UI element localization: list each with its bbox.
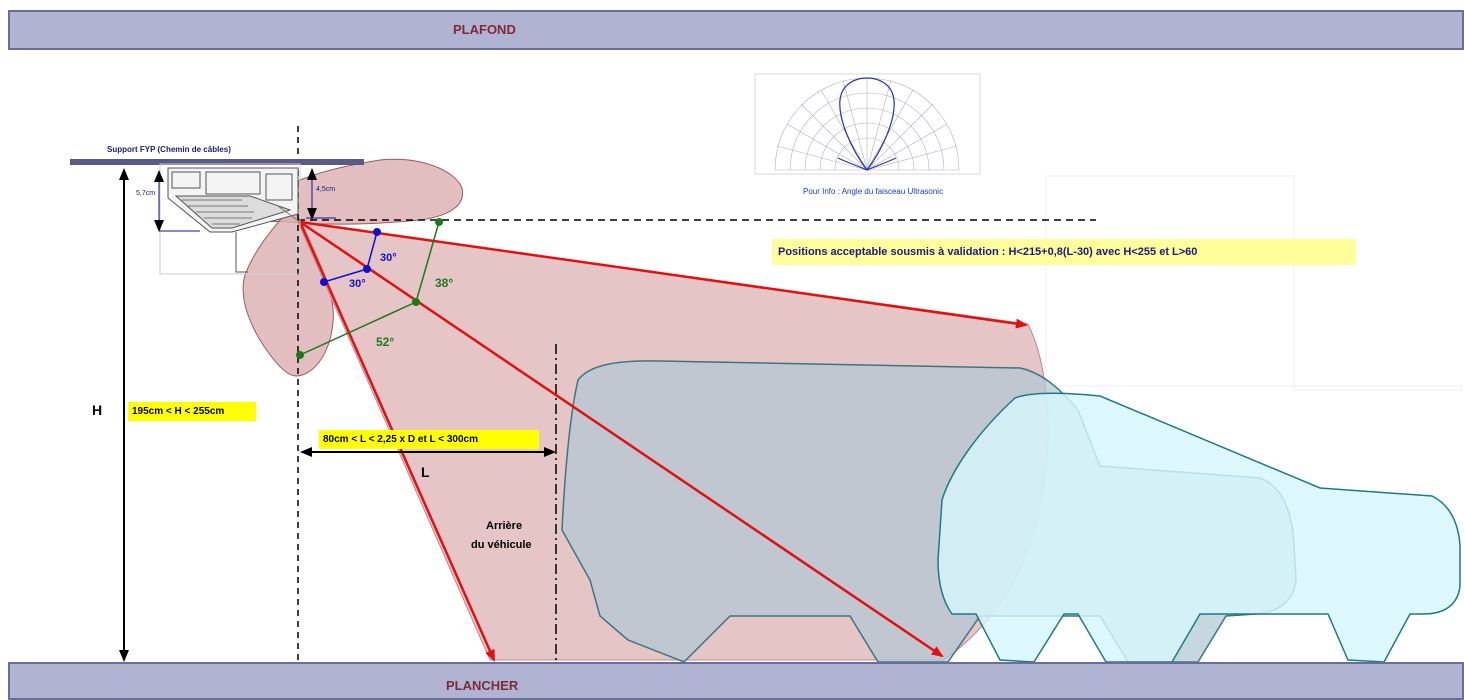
green-point-lower <box>296 351 304 359</box>
blue-angle-upper: 30° <box>380 252 397 264</box>
green-angle-upper: 38° <box>435 276 454 290</box>
support-offset-dim: 4,5cm <box>316 186 336 193</box>
ceiling-label: PLAFOND <box>453 22 516 37</box>
backdrop-frame-edge <box>1293 385 1463 391</box>
green-point-upper <box>435 218 443 226</box>
floor-band <box>8 662 1464 700</box>
support-title: Support FYP (Chemin de câbles) <box>107 145 231 154</box>
height-range-note: 195cm < H < 255cm <box>128 402 256 421</box>
blue-point-vertex <box>363 265 371 273</box>
green-angle-lower: 52° <box>376 335 395 349</box>
backdrop-frame <box>1045 175 1295 387</box>
green-point-vertex <box>412 298 420 306</box>
height-label: H <box>92 402 103 418</box>
vehicle-rear-silhouette <box>937 392 1461 663</box>
support-bar <box>70 159 364 165</box>
length-label: L <box>421 464 430 480</box>
blue-point-upper <box>373 228 381 236</box>
support-height-dim: 5,7cm <box>136 190 156 197</box>
blue-point-lower <box>320 278 328 286</box>
ray-upper <box>299 220 1028 329</box>
blue-angle-lower: 30° <box>349 278 366 290</box>
acceptable-positions-note: Positions acceptable sousmis à validatio… <box>772 239 1356 265</box>
vehicle-rear-label-line2: du véhicule <box>471 539 532 551</box>
mount-sketch <box>159 163 301 275</box>
length-range-note: 80cm < L < 2,25 x D et L < 300cm <box>319 430 539 449</box>
floor-label: PLANCHER <box>446 678 519 693</box>
ceiling-band <box>8 10 1464 50</box>
polar-chart-caption: Pour Info : Angle du faisceau Ultrasonic <box>803 187 944 196</box>
vehicle-rear-label-line1: Arrière <box>486 520 523 532</box>
polar-chart <box>754 73 981 175</box>
ray-middle <box>299 220 944 658</box>
